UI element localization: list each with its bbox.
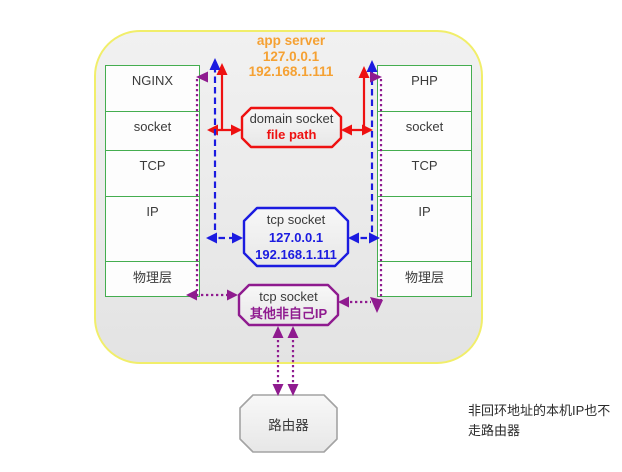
- left-stack-row-nginx: NGINX: [106, 66, 199, 112]
- app-server-ip-lan: 192.168.1.111: [248, 64, 334, 79]
- app-server-heading: app server 127.0.0.1 192.168.1.111: [226, 33, 356, 80]
- side-note: 非回环地址的本机IP也不 走路由器: [468, 401, 618, 441]
- tcp-socket-ip-lan: 192.168.1.111: [255, 247, 337, 262]
- tcp-socket-box: tcp socket 127.0.0.1 192.168.1.111: [244, 211, 348, 264]
- php-protocol-stack: PHP socket TCP IP 物理层: [377, 65, 472, 297]
- other-ip-subtitle: 其他非自己IP: [249, 305, 328, 321]
- domain-socket-file-path: file path: [266, 127, 317, 142]
- left-stack-row-physical: 物理层: [132, 270, 172, 285]
- right-stack-row-socket: socket: [378, 112, 471, 151]
- right-stack-row-ip: IP: [378, 197, 471, 262]
- tcp-socket-ip-loopback: 127.0.0.1: [268, 229, 324, 245]
- other-ip-title: tcp socket: [259, 289, 318, 304]
- left-stack-row-socket: socket: [106, 112, 199, 151]
- nginx-protocol-stack: NGINX socket TCP IP 物理层: [105, 65, 200, 297]
- router-box: 路由器: [240, 395, 337, 452]
- side-note-line-1: 非回环地址的本机IP也不: [468, 403, 611, 418]
- app-server-title: app server: [256, 33, 326, 48]
- domain-socket-title: domain socket: [249, 111, 334, 126]
- domain-socket-box: domain socket file path: [242, 111, 341, 143]
- left-stack-row-ip: IP: [106, 197, 199, 262]
- tcp-socket-title: tcp socket: [266, 212, 326, 227]
- left-stack-row-tcp: TCP: [106, 151, 199, 197]
- right-stack-row-php: PHP: [378, 66, 471, 112]
- side-note-line-2: 走路由器: [468, 423, 521, 438]
- right-stack-row-physical: 物理层: [404, 270, 444, 285]
- app-server-ip-loopback: 127.0.0.1: [262, 48, 320, 64]
- other-ip-socket-box: tcp socket 其他非自己IP: [239, 289, 338, 322]
- router-label: 路由器: [268, 417, 309, 433]
- right-stack-row-tcp: TCP: [378, 151, 471, 197]
